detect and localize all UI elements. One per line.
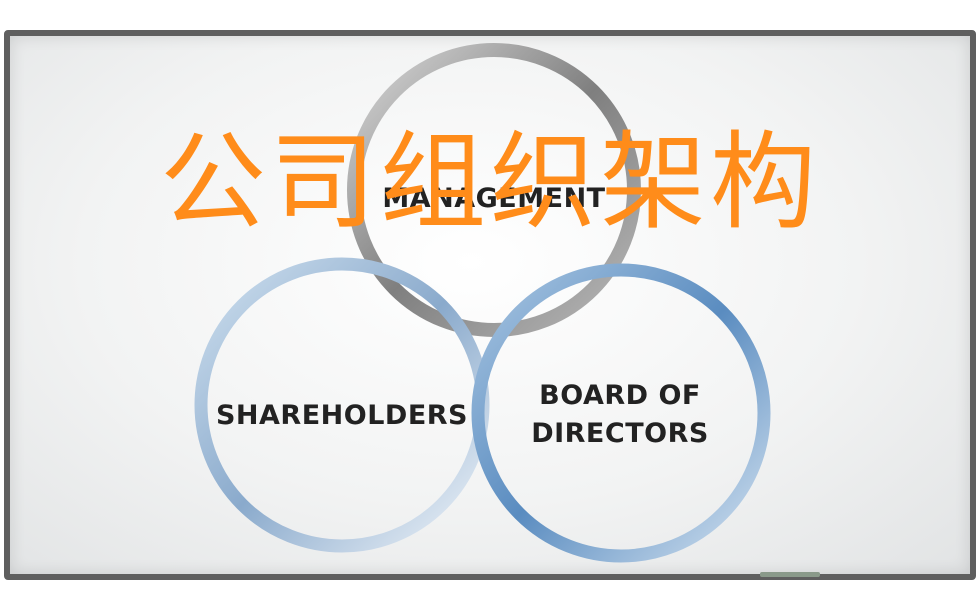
marker-tray <box>760 572 820 577</box>
whiteboard <box>4 30 976 580</box>
shareholders-label: SHAREHOLDERS <box>216 400 468 431</box>
board-of-directors-circle <box>471 263 771 563</box>
board-of-directors-label-line-1: BOARD OF <box>539 380 701 411</box>
management-circle <box>347 43 641 337</box>
management-label: MANAGEMENT <box>382 183 605 214</box>
overlay-title: 公司组织架构 <box>160 121 820 244</box>
board-of-directors-label-line-2: DIRECTORS <box>531 418 709 449</box>
